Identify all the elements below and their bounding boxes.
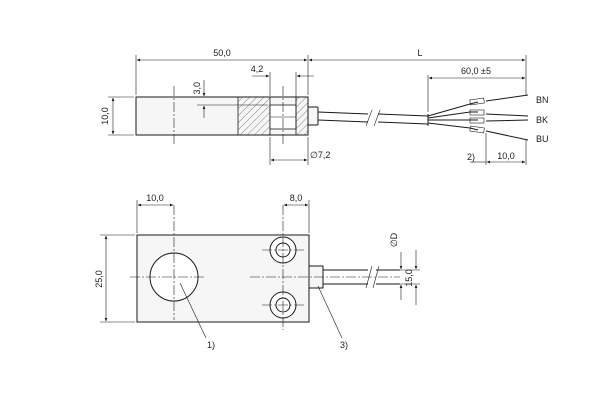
dim-wire-end: 10,0: [497, 151, 515, 161]
dim-stripped-length: 60,0 ±5: [461, 66, 491, 76]
leader-sensing-face: [179, 282, 207, 339]
wire-label-bn: BN: [536, 95, 549, 105]
dim-hole-spacing: 8,0: [290, 193, 303, 203]
side-view-right-block: [295, 96, 309, 136]
dim-hole-pitch: 15,0: [404, 269, 414, 287]
cable: [317, 109, 429, 127]
dim-slot-width: 4,2: [251, 64, 264, 74]
dim-slot-depth: 3,0: [192, 82, 202, 95]
dim-cable-diameter: ∅7,2: [310, 150, 330, 160]
cable-gland: [307, 106, 319, 126]
dim-cable-length: L: [417, 48, 422, 58]
note-cable-exit: 3): [340, 340, 348, 350]
note-sensing-face: 1): [207, 340, 215, 350]
wire-ends: [427, 94, 529, 141]
dim-body-depth: 25,0: [94, 270, 104, 288]
wire-label-bu: BU: [536, 134, 549, 144]
side-view: BN BK BU 50,0 L 60,0 ±5 3,0 4,2 10,0: [100, 48, 549, 165]
leader-cable-exit: [317, 285, 343, 339]
note-2-label: 2): [467, 152, 475, 162]
side-view-section-hatch: [237, 96, 271, 136]
wire-label-bk: BK: [536, 115, 548, 125]
top-view: 10,0 8,0 25,0 15,0 ∅D 1) 3): [94, 193, 420, 350]
dim-body-height: 10,0: [100, 107, 110, 125]
dim-total-width: 50,0: [213, 48, 231, 58]
dim-hole-diameter: ∅D: [389, 232, 399, 247]
dim-face-offset: 10,0: [146, 193, 164, 203]
